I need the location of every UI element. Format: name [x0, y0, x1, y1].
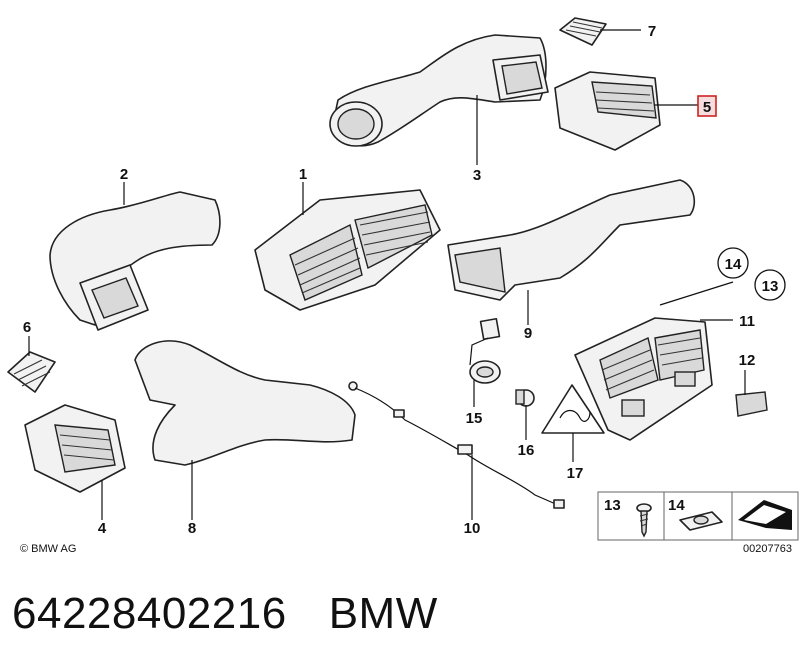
- leader-lines: [28, 29, 746, 520]
- fastener-legend: 13 14 00207763: [597, 491, 799, 555]
- part-10-cable: [348, 381, 565, 509]
- part-1-center-vent: [254, 189, 441, 311]
- callout-17: 17: [567, 465, 584, 482]
- part-12-cap: [735, 391, 768, 417]
- callout-5: 5: [703, 99, 711, 116]
- callout-1: 1: [299, 166, 307, 183]
- callout-14: 14: [725, 256, 742, 273]
- part-11-rear-console: [574, 317, 713, 441]
- part-15-sensor: [469, 317, 501, 384]
- copyright: © BMW AG: [20, 543, 76, 555]
- arrow-icon: [738, 500, 792, 530]
- callout-15: 15: [466, 410, 483, 427]
- legend-14: 14: [668, 497, 685, 514]
- part-number: 64228402216: [12, 589, 287, 638]
- callout-13: 13: [762, 278, 779, 295]
- callout-8: 8: [188, 520, 196, 537]
- callout-10: 10: [464, 520, 481, 537]
- callout-6: 6: [23, 319, 31, 336]
- callout-9: 9: [524, 325, 532, 342]
- callout-4: 4: [98, 520, 107, 537]
- doc-number: 00207763: [743, 543, 792, 555]
- screw-icon: [636, 503, 652, 538]
- brand-name: BMW: [328, 589, 438, 638]
- part-7-grille-pad: [559, 17, 607, 46]
- footer: 64228402216 BMW: [12, 584, 438, 644]
- callout-11: 11: [739, 313, 755, 330]
- part-6-small-grille: [7, 351, 56, 393]
- part-2-s-duct: [49, 191, 221, 331]
- part-9-long-duct: [447, 179, 696, 301]
- part-5-rear-vent: [554, 71, 661, 151]
- callout-3: 3: [473, 167, 481, 184]
- parts-diagram: 1 2 3 4 5 6 7 8 9 10 11 12 14 13 15 16 1…: [7, 17, 799, 555]
- part-3-air-duct: [329, 34, 549, 147]
- callout-7: 7: [648, 23, 656, 40]
- legend-13: 13: [604, 497, 621, 514]
- part-4-side-vent: [24, 404, 126, 493]
- part-16-clip: [515, 389, 535, 407]
- callout-5-highlight-box: [697, 95, 717, 117]
- callout-2: 2: [120, 166, 128, 183]
- callouts: 1 2 3 4 5 6 7 8 9 10 11 12 14 13 15 16 1…: [23, 23, 786, 537]
- callout-16: 16: [518, 442, 535, 459]
- callout-12: 12: [739, 352, 756, 369]
- part-8-floor-duct: [134, 340, 356, 466]
- clip-nut-icon: [679, 511, 723, 531]
